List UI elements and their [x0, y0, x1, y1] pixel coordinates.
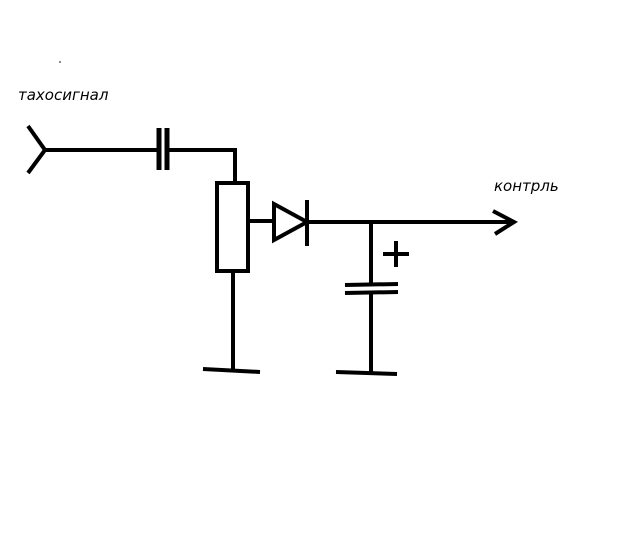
input-label: тахосигнал	[18, 86, 109, 104]
input-terminal-icon	[26, 124, 100, 175]
stray-dot	[59, 61, 61, 63]
output-arrow-icon	[492, 209, 519, 236]
output-label: контрль	[494, 177, 559, 195]
diode-icon	[272, 200, 312, 246]
coupling-capacitor-icon	[156, 128, 170, 170]
ground-icon	[202, 367, 261, 374]
wire-cap-to-pot	[167, 148, 237, 183]
ground-icon	[335, 370, 398, 376]
electrolytic-capacitor-icon	[344, 282, 399, 295]
plus-icon	[383, 241, 409, 267]
potentiometer-icon	[215, 181, 274, 273]
